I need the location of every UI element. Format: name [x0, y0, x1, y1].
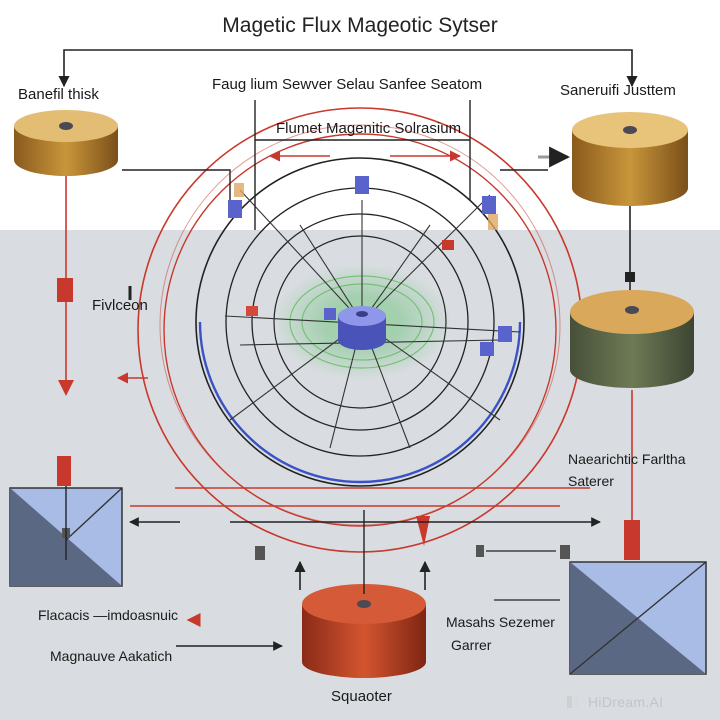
magnet-marker-ne: [482, 196, 496, 214]
magnet-marker-nw: [228, 200, 242, 218]
right-disk-icon: [572, 112, 688, 206]
bottom-mid-label-line2: Garrer: [451, 637, 492, 653]
top-caption: Faug lium Sewver Selau Sanfee Seatom: [212, 76, 483, 93]
top-bracket: [58, 49, 638, 88]
field-ring-red: [163, 133, 557, 527]
bottom-disk-label: Squaoter: [331, 688, 392, 705]
bottom-connector-lines: [130, 487, 590, 507]
left-side-label: Fivlceon: [92, 297, 148, 314]
bottom-left-label-line2: Magnauve Aakatich: [50, 648, 173, 664]
left-disk-icon: [14, 110, 118, 176]
magnet-marker-e: [498, 326, 512, 342]
magnet-core-icon: [338, 306, 386, 350]
ring-connectors: [122, 100, 548, 230]
right-disk-label: Saneruifi Justtem: [560, 82, 676, 99]
field-ring-dark-mid: [251, 213, 469, 431]
left-disk-label: Banefil thisk: [18, 86, 99, 103]
left-red-marker: [57, 278, 73, 302]
right-flux-label-line1: Naearichtic Farltha: [568, 451, 686, 467]
top-red-arrows: [268, 146, 571, 168]
bottom-mid-label-line1: Masahs Sezemer: [446, 614, 555, 630]
ring-magnets: [228, 176, 512, 356]
watermark-logo-icon: [567, 696, 579, 708]
watermark-text: HiDream.AI: [588, 694, 664, 710]
right-red-marker: [624, 520, 640, 560]
left-box-red-marker: [57, 456, 71, 486]
right-square-box-icon: [569, 561, 707, 675]
left-arrow-down-icon: [58, 380, 74, 396]
inner-caption: Flumet Magenitic Solrasium: [276, 120, 462, 137]
page-title: Magetic Flux Mageotic Sytser: [222, 14, 498, 37]
magnet-marker-n: [355, 176, 369, 194]
right-olive-disk-icon: [570, 290, 694, 388]
field-ring-red-faint: [159, 124, 561, 526]
field-arc-blue: [198, 321, 522, 484]
field-ring-dark-outer: [195, 157, 525, 487]
bottom-disk-icon: [302, 584, 426, 678]
bottom-left-label-line1: Flacacis —imdoasnuic: [38, 607, 179, 623]
right-flux-label-line2: Saterer: [568, 473, 614, 489]
